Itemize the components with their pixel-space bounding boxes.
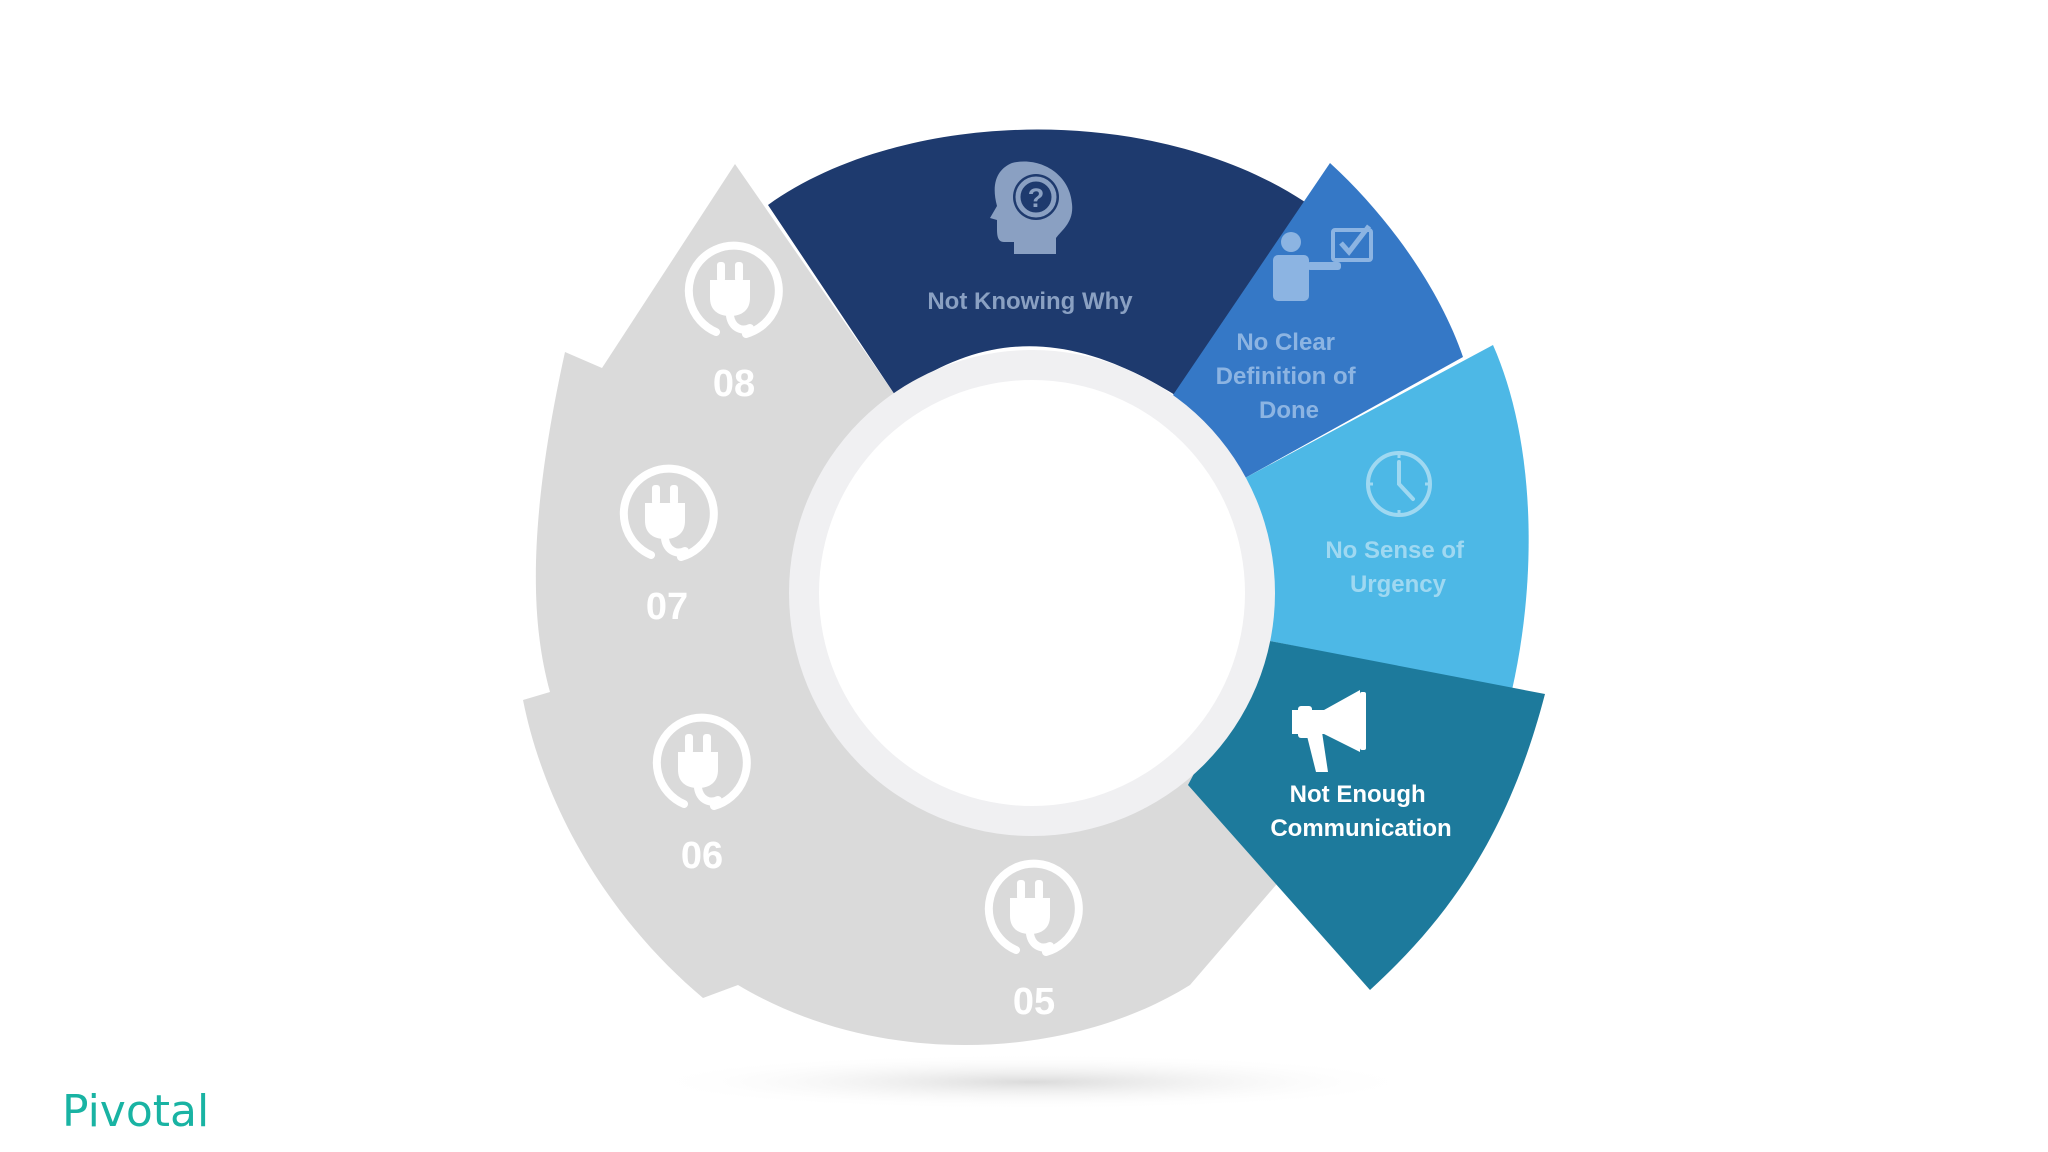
pivotal-logo: Pivotal — [62, 1086, 209, 1137]
plug-icon — [652, 713, 751, 810]
presenter-checkbox-icon — [1273, 224, 1373, 301]
segment-not-knowing-why — [768, 129, 1305, 395]
segment-no-clear-definition — [1173, 163, 1463, 478]
segment-no-sense-of-urgency — [1245, 345, 1529, 690]
plug-icon — [984, 859, 1083, 956]
segment-label-no-sense-of-urgency: No Sense of Urgency — [1325, 537, 1470, 598]
svg-text:?: ? — [1028, 183, 1045, 213]
clock-icon — [1366, 451, 1432, 517]
segment-label-not-enough-communication: Not Enough Communication — [1270, 781, 1451, 842]
floor-shadow — [642, 1054, 1422, 1110]
placeholder-number-07: 07 — [646, 586, 688, 628]
hub-center — [819, 380, 1245, 806]
plug-icon — [684, 241, 783, 338]
segment-not-enough-communication — [1188, 640, 1545, 990]
placeholder-number-05: 05 — [1013, 981, 1055, 1023]
placeholder-number-08: 08 — [713, 363, 755, 405]
plug-icon — [619, 464, 718, 561]
segment-label-no-clear-definition: No Clear Definition of Done — [1216, 329, 1363, 424]
head-question-icon: ? — [990, 161, 1073, 254]
placeholder-number-06: 06 — [681, 835, 723, 877]
megaphone-icon — [1292, 690, 1366, 772]
segment-label-not-knowing-why: Not Knowing Why — [927, 288, 1133, 315]
